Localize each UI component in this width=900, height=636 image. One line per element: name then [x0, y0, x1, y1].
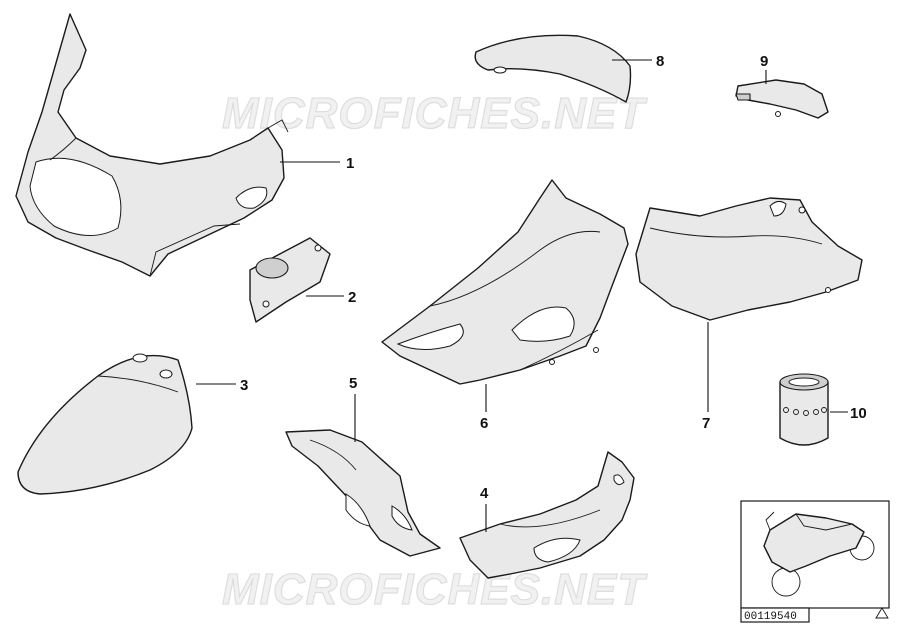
part-7-inner-panel[interactable]: [635, 197, 863, 321]
reference-number: 00119540: [744, 611, 797, 623]
callout-8[interactable]: 8: [656, 53, 664, 70]
callout-7[interactable]: 7: [702, 415, 710, 432]
part-6-side-fairing[interactable]: [381, 179, 629, 385]
callout-6[interactable]: 6: [480, 415, 488, 432]
part-8-top-cover[interactable]: [474, 34, 632, 103]
part-1-front-fairing[interactable]: [15, 13, 289, 277]
part-4-belly-pan[interactable]: [459, 451, 635, 579]
callout-2[interactable]: 2: [348, 289, 356, 306]
callout-10[interactable]: 10: [850, 405, 867, 422]
part-2-bracket[interactable]: [249, 237, 331, 323]
callout-9[interactable]: 9: [760, 53, 768, 70]
reference-box: [740, 607, 810, 623]
inset-locator: 00119540: [740, 500, 890, 623]
part-3-rear-cowl[interactable]: [17, 353, 193, 495]
callout-1[interactable]: 1: [346, 155, 354, 172]
callout-3[interactable]: 3: [240, 377, 248, 394]
callout-5[interactable]: 5: [349, 375, 357, 392]
motorcycle-silhouette-icon: [763, 511, 875, 597]
part-5-lower-cover[interactable]: [285, 429, 441, 557]
part-9-trim-piece[interactable]: [735, 79, 829, 119]
callout-4[interactable]: 4: [480, 485, 489, 502]
watermark-top: MICROFICHES.NET: [222, 89, 647, 138]
watermark-bottom: MICROFICHES.NET: [222, 565, 647, 614]
part-10-bushing[interactable]: [779, 373, 829, 446]
warning-triangle-icon: [875, 607, 889, 619]
